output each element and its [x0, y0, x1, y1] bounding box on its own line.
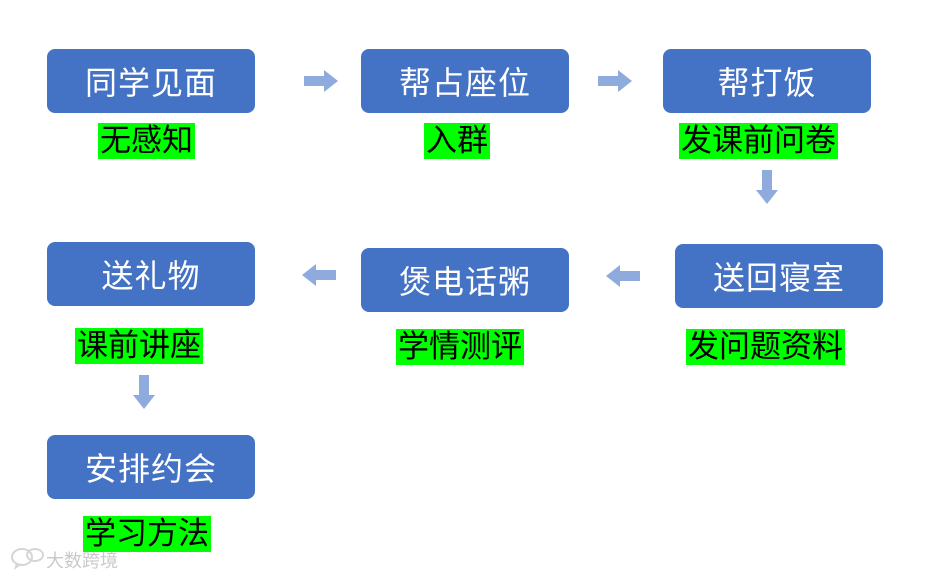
- arrow-left-icon: [302, 264, 336, 286]
- arrow-down-icon: [133, 375, 155, 409]
- node-label: 煲电话粥: [398, 263, 531, 301]
- node-send-gift: 送礼物: [47, 242, 255, 306]
- node-tag-pre-class-lecture: 课前讲座: [75, 328, 203, 364]
- node-tag-pre-class-survey: 发课前问卷: [679, 123, 838, 159]
- arrow-left-icon: [606, 265, 640, 287]
- node-fetch-meal: 帮打饭: [663, 49, 871, 113]
- node-label: 送回寝室: [712, 259, 845, 297]
- node-tag-issue-materials: 发问题资料: [686, 329, 845, 365]
- node-label: 帮占座位: [398, 64, 531, 102]
- node-tag-no-awareness: 无感知: [98, 123, 195, 159]
- node-arrange-date: 安排约会: [47, 435, 255, 499]
- arrow-right-icon: [598, 70, 632, 92]
- speech-bubble-logo-icon: [11, 548, 44, 570]
- node-label: 同学见面: [84, 64, 217, 102]
- node-label: 安排约会: [84, 450, 217, 488]
- node-hold-seat: 帮占座位: [361, 49, 569, 113]
- arrow-down-icon: [756, 170, 778, 204]
- node-tag-learning-assessment: 学情测评: [396, 329, 524, 365]
- node-same-class-meet: 同学见面: [47, 49, 255, 113]
- arrow-right-icon: [304, 70, 338, 92]
- node-tag-study-methods: 学习方法: [83, 516, 211, 552]
- node-phone-chat: 煲电话粥: [361, 248, 569, 312]
- watermark-text: 大数跨境: [46, 551, 118, 572]
- watermark: 大数跨境: [10, 545, 130, 573]
- node-label: 送礼物: [101, 257, 201, 295]
- node-escort-dorm: 送回寝室: [675, 244, 883, 308]
- node-label: 帮打饭: [717, 64, 817, 102]
- node-tag-join-group: 入群: [424, 123, 490, 159]
